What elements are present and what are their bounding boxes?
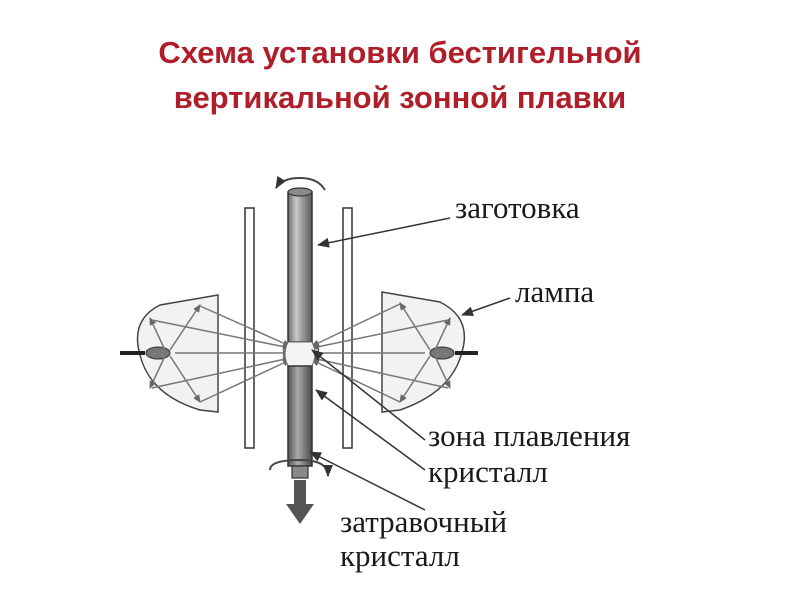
title-line-2: вертикальной зонной плавки bbox=[173, 80, 627, 115]
top-rotation-arrow bbox=[275, 175, 326, 191]
label-pointers bbox=[309, 217, 511, 511]
pointer-blank bbox=[317, 217, 451, 248]
right-lamp bbox=[381, 291, 478, 413]
slide-title: Схема установки бестигельной вертикально… bbox=[0, 30, 800, 120]
label-crystal: кристалл bbox=[428, 454, 548, 489]
pull-down-arrow bbox=[286, 480, 314, 524]
label-seed-line-1: затравочный bbox=[340, 504, 507, 539]
pointer-seed bbox=[309, 451, 426, 511]
crystal-rod bbox=[287, 365, 313, 467]
bottom-rotation-arrow bbox=[269, 458, 333, 477]
left-lamp-rays bbox=[149, 304, 291, 403]
blank-rod bbox=[287, 187, 313, 343]
right-quartz-tube bbox=[342, 207, 353, 449]
pointer-lamp bbox=[461, 297, 511, 317]
label-melt-zone: зона плавления bbox=[428, 418, 630, 453]
pointer-melt-zone bbox=[311, 349, 426, 441]
melt-zone bbox=[284, 341, 316, 367]
seed-holder bbox=[291, 465, 309, 479]
pointer-crystal bbox=[315, 389, 426, 471]
label-blank: заготовка bbox=[455, 190, 580, 225]
label-lamp: лампа bbox=[515, 274, 594, 309]
title-line-1: Схема установки бестигельной bbox=[158, 35, 642, 70]
label-seed-line-2: кристалл bbox=[340, 538, 460, 573]
right-lamp-rays bbox=[311, 302, 451, 403]
